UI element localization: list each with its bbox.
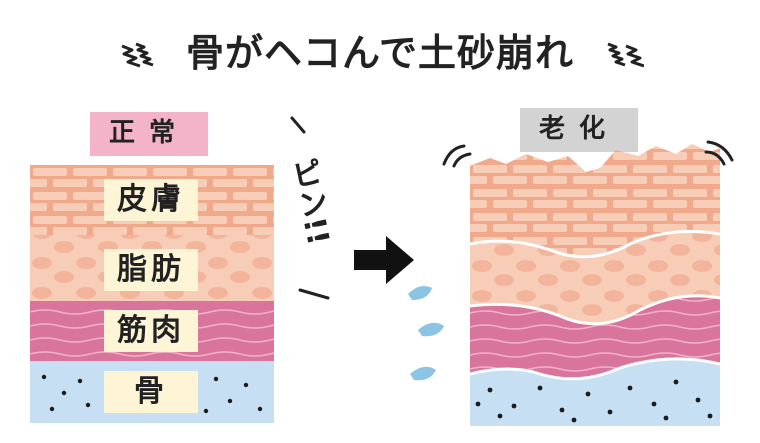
right-zigzag-icon (607, 42, 644, 68)
aged-tag: 老化 (520, 108, 638, 152)
shake-marks-right-icon (704, 140, 734, 166)
normal-tag: 正常 (90, 112, 208, 156)
emphasis-lines-icon (290, 116, 330, 300)
left-zigzag-icon (121, 42, 154, 68)
aged-layers-illustration (470, 144, 720, 426)
layer-label-muscle: 筋肉 (104, 310, 198, 352)
water-drops-icon (408, 286, 444, 381)
layer-label-bone: 骨 (104, 371, 198, 413)
layer-label-skin: 皮膚 (104, 179, 198, 221)
normal-cross-section: 皮膚 脂肪 筋肉 骨 (30, 165, 274, 423)
layer-label-fat: 脂肪 (104, 249, 198, 291)
arrow-right-icon (354, 236, 414, 284)
page-title: 骨がヘコんで土砂崩れ (185, 31, 575, 75)
shake-marks-left-icon (442, 144, 472, 168)
